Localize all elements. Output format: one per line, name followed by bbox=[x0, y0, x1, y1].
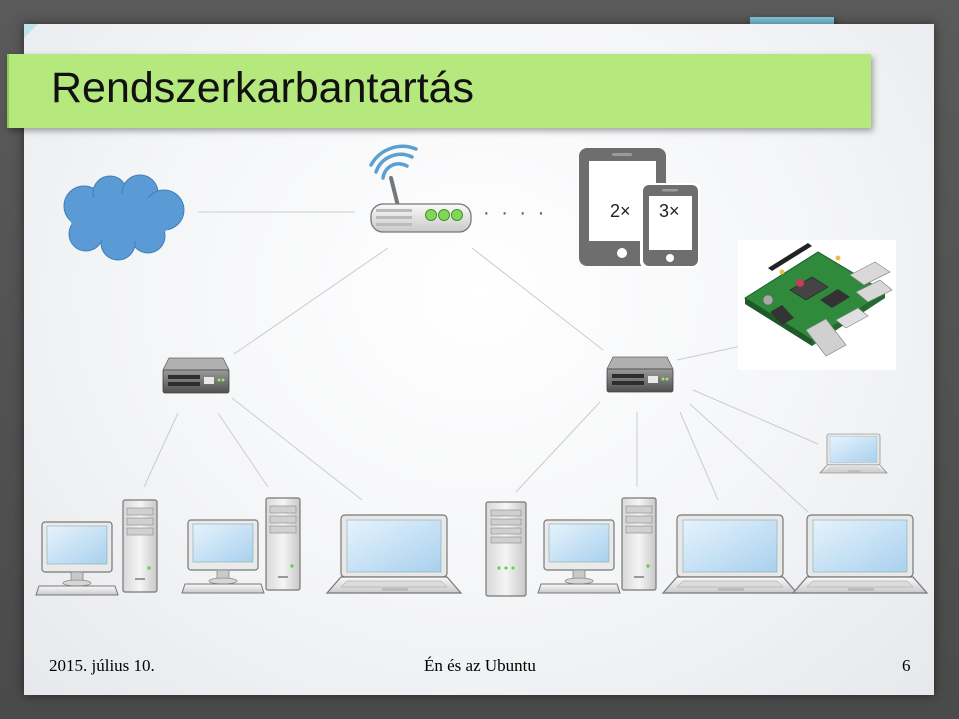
footer-center-text: Én és az Ubuntu bbox=[424, 656, 536, 675]
desktop-monitor-icon bbox=[537, 519, 621, 594]
laptop-icon bbox=[792, 514, 928, 594]
network-switch-left-icon bbox=[162, 357, 230, 394]
desktop-tower-icon bbox=[122, 499, 158, 593]
phone-count-label: 3× bbox=[659, 201, 680, 221]
page-number: 6 bbox=[902, 656, 911, 675]
server-tower-icon bbox=[485, 501, 527, 597]
slide-title: Rendszerkarbantartás bbox=[51, 64, 475, 112]
desktop-monitor-icon bbox=[181, 519, 265, 594]
desktop-monitor-icon bbox=[35, 521, 119, 596]
more-devices-dots: · · · · bbox=[483, 202, 547, 224]
phone-icon bbox=[640, 183, 700, 268]
laptop-small-icon bbox=[819, 433, 888, 474]
laptop-icon bbox=[326, 514, 462, 594]
footer-date: 2015. július 10. bbox=[49, 656, 155, 675]
desktop-tower-icon bbox=[265, 497, 301, 591]
raspberry-pi-icon bbox=[738, 240, 896, 370]
cloud-internet-icon bbox=[63, 174, 185, 261]
connection-lines bbox=[143, 211, 819, 513]
tablet-count-label: 2× bbox=[610, 201, 631, 221]
desktop-tower-icon bbox=[621, 497, 657, 591]
laptop-icon bbox=[662, 514, 798, 594]
wifi-router-icon bbox=[369, 144, 472, 233]
title-bar: Rendszerkarbantartás bbox=[7, 54, 871, 128]
slide-corner bbox=[24, 24, 38, 38]
network-switch-right-icon bbox=[606, 356, 674, 393]
